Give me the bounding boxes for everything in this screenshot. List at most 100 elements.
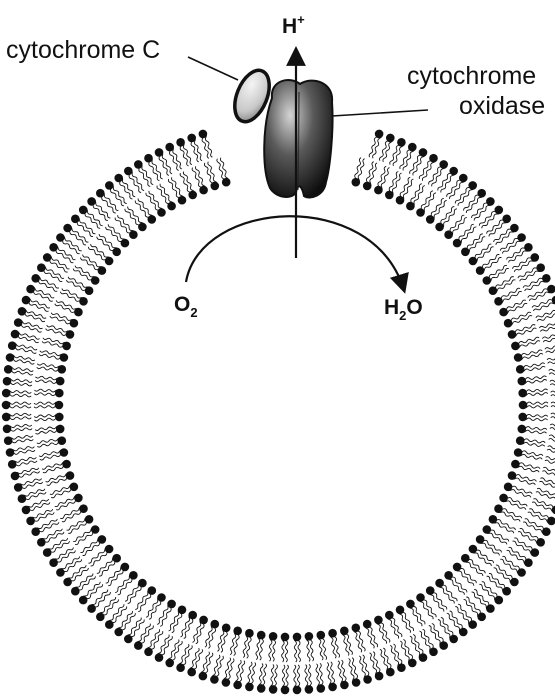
lipid-head: [144, 648, 153, 657]
lipid-head: [70, 483, 79, 492]
lipid-head: [269, 685, 278, 694]
lipid-head: [129, 230, 138, 239]
lipid-tail: [545, 344, 555, 349]
lipid-head: [531, 253, 540, 262]
lipid-tail: [532, 502, 555, 512]
lipid-head: [167, 600, 176, 609]
lipid-head: [375, 672, 384, 681]
lipid-head: [257, 684, 266, 693]
lipid-head: [518, 413, 527, 422]
lipid-head: [363, 182, 372, 191]
lipid-head: [74, 308, 83, 317]
lipid-head: [60, 353, 69, 362]
lipid-head: [536, 263, 545, 272]
lipid-head: [134, 641, 143, 650]
lipid-tail: [551, 413, 555, 416]
lipid-head: [486, 604, 495, 613]
lipid-tail: [551, 390, 555, 393]
lipid-head: [363, 675, 372, 684]
lipid-head: [87, 197, 96, 206]
lipid-head: [517, 568, 526, 577]
lipid-head: [4, 365, 13, 374]
lipid-head: [74, 494, 83, 503]
lipid-head: [187, 134, 196, 143]
lipid-head: [469, 545, 478, 554]
lipid-head: [138, 223, 147, 232]
lipid-head: [14, 483, 23, 492]
lipid-head: [176, 138, 185, 147]
lipid-head: [63, 578, 72, 587]
lipid-head: [96, 613, 105, 622]
lipid-head: [222, 678, 231, 687]
lipid-head: [60, 448, 69, 457]
lipid-head: [439, 641, 448, 650]
lipid-head: [499, 308, 508, 317]
lipid-head: [416, 208, 425, 217]
lipid-head: [91, 276, 100, 285]
lipid-head: [514, 448, 523, 457]
lipid-head: [429, 648, 438, 657]
lipid-head: [374, 186, 383, 195]
lipid-tail: [549, 439, 555, 444]
lipid-head: [340, 681, 349, 690]
lipid-head: [426, 215, 435, 224]
lipid-tail: [547, 356, 555, 360]
oxygen-label: O2: [174, 293, 198, 320]
lipid-head: [494, 504, 503, 513]
lipid-head: [37, 263, 46, 272]
lipid-tail: [549, 367, 555, 371]
lipid-head: [210, 675, 219, 684]
lipid-head: [121, 239, 130, 248]
lipid-head: [489, 515, 498, 524]
lipid-head: [518, 377, 527, 386]
lipid-head: [502, 215, 511, 224]
lipid-head: [188, 191, 197, 200]
lipid-head: [112, 554, 121, 563]
lipid-head: [508, 471, 517, 480]
lipid-head: [419, 653, 428, 662]
lipid-head: [157, 208, 166, 217]
lipid-head: [3, 377, 12, 386]
lipid-head: [477, 189, 486, 198]
lipid-head: [375, 130, 384, 139]
lipid-head: [105, 181, 114, 190]
lipid-head: [293, 633, 302, 642]
lipid-head: [476, 266, 485, 275]
lipid-head: [468, 620, 477, 629]
lipid-head: [408, 659, 417, 668]
lipid-head: [11, 330, 20, 339]
lipid-head: [85, 515, 94, 524]
lipid-head: [56, 233, 65, 242]
lipid-tail: [551, 394, 555, 397]
lipid-head: [71, 215, 80, 224]
lipid-head: [257, 631, 266, 640]
lipid-head: [542, 527, 551, 536]
lipid-head: [56, 568, 65, 577]
lipid-head: [516, 436, 525, 445]
lipid-head: [494, 297, 503, 306]
lipid-head: [63, 224, 72, 233]
lipid-head: [483, 276, 492, 285]
lipid-head: [483, 525, 492, 534]
lipid-head: [317, 631, 326, 640]
lipid-head: [328, 683, 337, 692]
lipid-head: [397, 138, 406, 147]
lipid-head: [167, 202, 176, 211]
lipid-tail: [550, 379, 555, 382]
lipid-head: [444, 230, 453, 239]
lipid-tail: [550, 428, 555, 432]
lipid-head: [62, 342, 71, 351]
lipid-head: [495, 596, 504, 605]
lipid-head: [281, 633, 290, 642]
lipid-head: [18, 307, 27, 316]
lipid-head: [245, 629, 254, 638]
lipid-head: [385, 191, 394, 200]
lipid-head: [504, 483, 513, 492]
lipid-head: [510, 578, 519, 587]
lipid-head: [449, 167, 458, 176]
lipid-head: [6, 448, 15, 457]
lipid-head: [144, 154, 153, 163]
lipid-head: [416, 593, 425, 602]
lipid-head: [188, 611, 197, 620]
